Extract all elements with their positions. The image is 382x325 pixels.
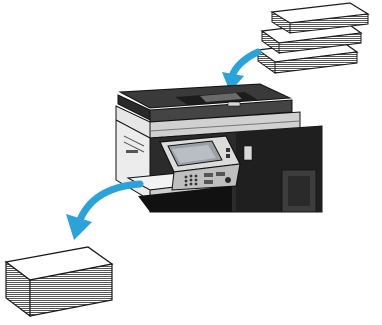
output-paper-stack xyxy=(6,247,112,316)
input-paper-stack xyxy=(258,3,368,73)
copier-machine xyxy=(116,84,322,212)
output-arrow xyxy=(66,184,140,240)
